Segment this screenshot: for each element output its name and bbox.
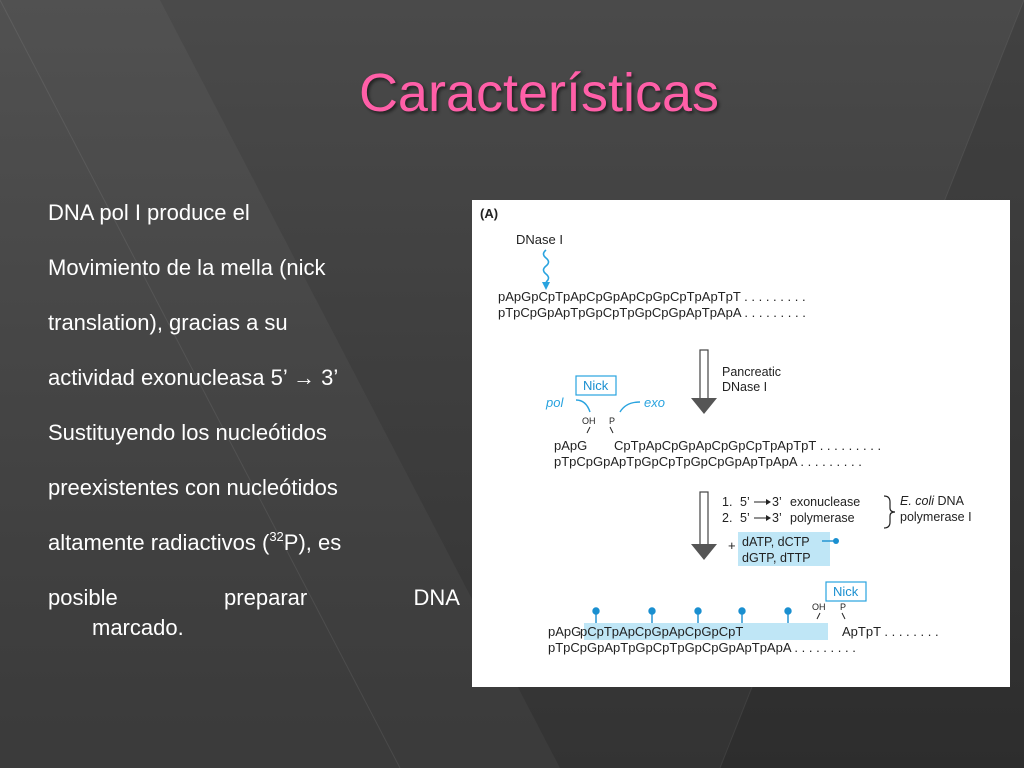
pol-label: pol bbox=[545, 395, 564, 410]
isotope-superscript: 32 bbox=[269, 529, 284, 544]
step1-name: exonuclease bbox=[790, 495, 860, 509]
step2-to: 3’ bbox=[772, 511, 782, 525]
seq3-top-left: pApG bbox=[548, 624, 581, 639]
body-line-radioactive: altamente radiactivos (32P), es bbox=[48, 528, 460, 583]
wavy-arrowhead-icon bbox=[542, 282, 550, 290]
seq3-top-labeled: pCpTpApCpGpApCpGpCpT bbox=[580, 624, 743, 639]
panel-label: (A) bbox=[480, 206, 498, 221]
plus-sign: + bbox=[728, 538, 736, 553]
step2-number: 2. bbox=[722, 511, 732, 525]
p-label-2: P bbox=[840, 602, 846, 612]
step1-number: 1. bbox=[722, 495, 732, 509]
pancreatic-label: Pancreatic bbox=[722, 365, 781, 379]
exo-arrow-icon bbox=[619, 401, 641, 413]
brace-icon bbox=[883, 495, 896, 529]
ecoli-italic: E. coli bbox=[900, 494, 935, 508]
body-text: DNA pol I produce el Movimiento de la me… bbox=[48, 198, 460, 643]
step2-name: polymerase bbox=[790, 511, 855, 525]
oh-label-1: OH bbox=[582, 416, 596, 426]
ecoli-polymerase-label: polymerase I bbox=[900, 510, 972, 524]
pancreatic-dnase-label: DNase I bbox=[722, 380, 767, 394]
seq1-bottom: pTpCpGpApTpGpCpTpGpCpGpApTpApA . . . . .… bbox=[498, 305, 806, 320]
seq2-top-right: CpTpApCpGpApCpGpCpTpApTpT . . . . . . . … bbox=[614, 438, 881, 453]
radio-before: altamente radiactivos ( bbox=[48, 530, 270, 555]
step2-from: 5’ bbox=[740, 511, 750, 525]
dntp-line1: dATP, dCTP bbox=[742, 535, 810, 549]
body-line: preexistentes con nucleótidos bbox=[48, 475, 338, 500]
nick-label-1: Nick bbox=[583, 378, 609, 393]
down-arrow-icon bbox=[691, 491, 717, 560]
seq3-top-right: ApTpT . . . . . . . . bbox=[842, 624, 939, 639]
ecoli-dna: DNA bbox=[934, 494, 965, 508]
word-preparar: preparar bbox=[224, 585, 308, 610]
p-label-1: P bbox=[609, 416, 615, 426]
down-arrow-icon bbox=[691, 349, 717, 414]
word-posible: posible bbox=[48, 585, 118, 610]
body-line: Sustituyendo los nucleótidos bbox=[48, 420, 327, 445]
wavy-arrow-icon bbox=[542, 249, 550, 283]
slide-title: Características bbox=[358, 63, 720, 123]
pol-arrow-icon bbox=[575, 399, 591, 413]
seq1-top: pApGpCpTpApCpGpApCpGpCpTpApTpT . . . . .… bbox=[498, 289, 806, 304]
body-line: DNA pol I produce el bbox=[48, 200, 250, 225]
nick-translation-figure: (A) DNase I pApGpCpTpApCpGpApCpGpCpTpApT… bbox=[472, 200, 1010, 687]
ecoli-label: E. coli DNA bbox=[900, 494, 965, 508]
radio-after: P), es bbox=[283, 530, 342, 555]
body-line: translation), gracias a su bbox=[48, 310, 288, 335]
step1-from: 5’ bbox=[740, 495, 750, 509]
replaced-segment-highlight bbox=[584, 623, 828, 640]
seq2-bottom: pTpCpGpApTpGpCpTpGpCpGpApTpApA . . . . .… bbox=[554, 454, 862, 469]
word-dna: DNA bbox=[413, 585, 460, 610]
body-line-last: marcado. bbox=[92, 615, 184, 640]
dnase-label: DNase I bbox=[516, 232, 563, 247]
dntp-line2: dGTP, dTTP bbox=[742, 551, 811, 565]
seq2-top-left: pApG bbox=[554, 438, 587, 453]
body-line-justified: posible preparar DNA bbox=[48, 583, 460, 638]
seq3-bottom: pTpCpGpApTpGpCpTpGpCpGpApTpApA . . . . .… bbox=[548, 640, 856, 655]
oh-label-2: OH bbox=[812, 602, 826, 612]
exo-label: exo bbox=[644, 395, 665, 410]
radioactive-pin-icon bbox=[833, 538, 839, 544]
body-line: Movimiento de la mella (nick bbox=[48, 255, 326, 280]
nick-label-2: Nick bbox=[833, 584, 859, 599]
body-line: actividad exonucleasa 5’ → 3’ bbox=[48, 365, 339, 390]
step1-to: 3’ bbox=[772, 495, 782, 509]
